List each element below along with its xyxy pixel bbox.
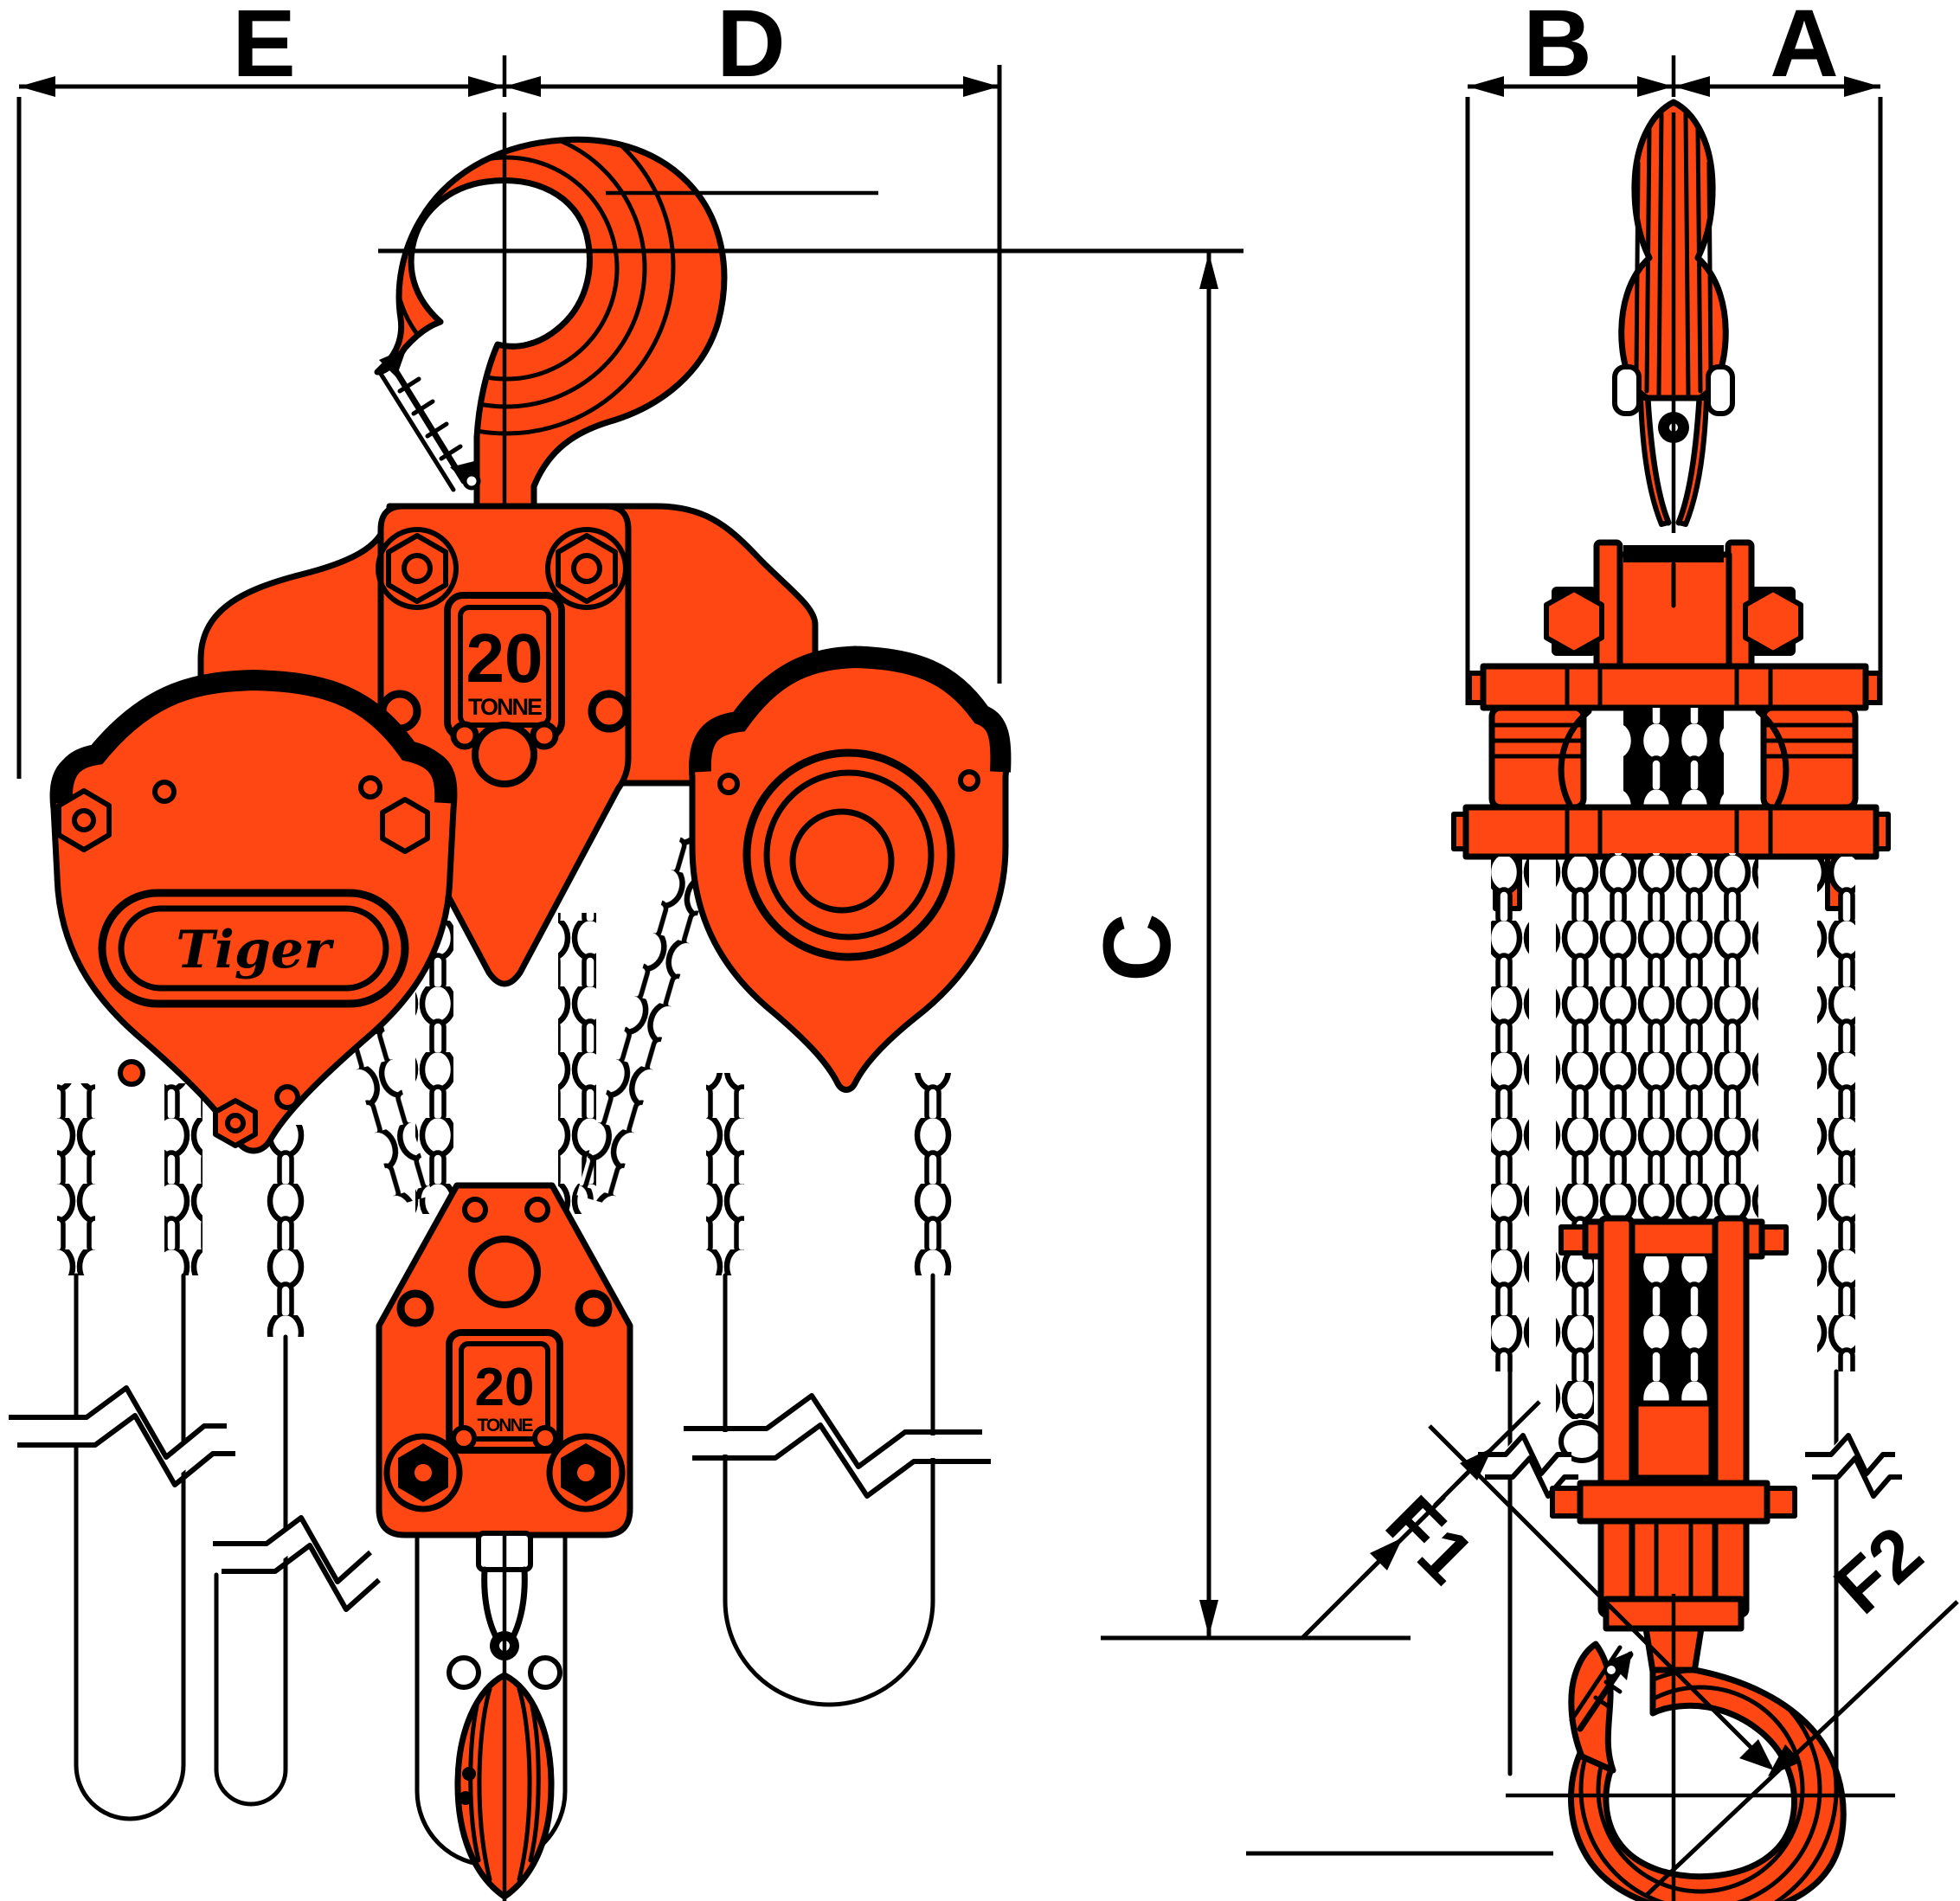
label-F1: F1 — [1370, 1480, 1488, 1599]
block-bolt-left — [383, 1433, 463, 1512]
dimension-C: C — [378, 190, 1553, 1856]
front-view: 20 TONNE — [9, 100, 1012, 1901]
hand-chain-loop-left — [74, 1763, 186, 1821]
front-hook-latch — [378, 348, 481, 492]
side-hook-latch — [1569, 1645, 1634, 1732]
front-body-bolt-right — [545, 527, 628, 610]
hook-capacity-value: 20 — [475, 1358, 535, 1417]
block-bolt-right — [546, 1433, 626, 1512]
label-E: E — [232, 0, 295, 97]
chain-loop-right — [723, 1598, 935, 1707]
dimension-B: B — [1465, 0, 1674, 705]
hook-capacity-unit: TONNE — [477, 1416, 533, 1435]
suspension-bolt-right — [1743, 587, 1803, 656]
brand-name: Tiger — [176, 920, 335, 980]
front-bottom-hook — [447, 1531, 562, 1901]
label-D: D — [717, 0, 785, 97]
dimension-D: D — [504, 0, 1002, 684]
dimension-E: E — [16, 0, 504, 779]
front-body-bolt-left — [376, 527, 459, 610]
front-right-cover — [689, 645, 1012, 1093]
capacity-unit: TONNE — [468, 694, 542, 720]
capacity-value: 20 — [466, 620, 543, 697]
dimension-A: A — [1674, 0, 1883, 705]
capacity-badge: 20 TONNE — [444, 592, 565, 741]
front-left-gearbox: Tiger — [49, 669, 458, 1154]
side-chains — [1478, 853, 1902, 1776]
front-bottom-block: 20 TONNE — [376, 1182, 633, 1538]
dimension-annotations: E D B A C — [16, 0, 1959, 1897]
side-bottom-hook — [1506, 1594, 1895, 1901]
brand-logo: Tiger — [98, 889, 409, 1008]
chain-break-symbols — [9, 1385, 991, 1612]
label-C: C — [1084, 913, 1191, 981]
label-A: A — [1770, 0, 1838, 97]
label-B: B — [1523, 0, 1591, 97]
hook-capacity-badge: 20 TONNE — [446, 1329, 563, 1454]
suspension-bolt-left — [1544, 587, 1604, 656]
brake-cover-hub — [789, 808, 895, 914]
side-view — [1451, 99, 1902, 1901]
